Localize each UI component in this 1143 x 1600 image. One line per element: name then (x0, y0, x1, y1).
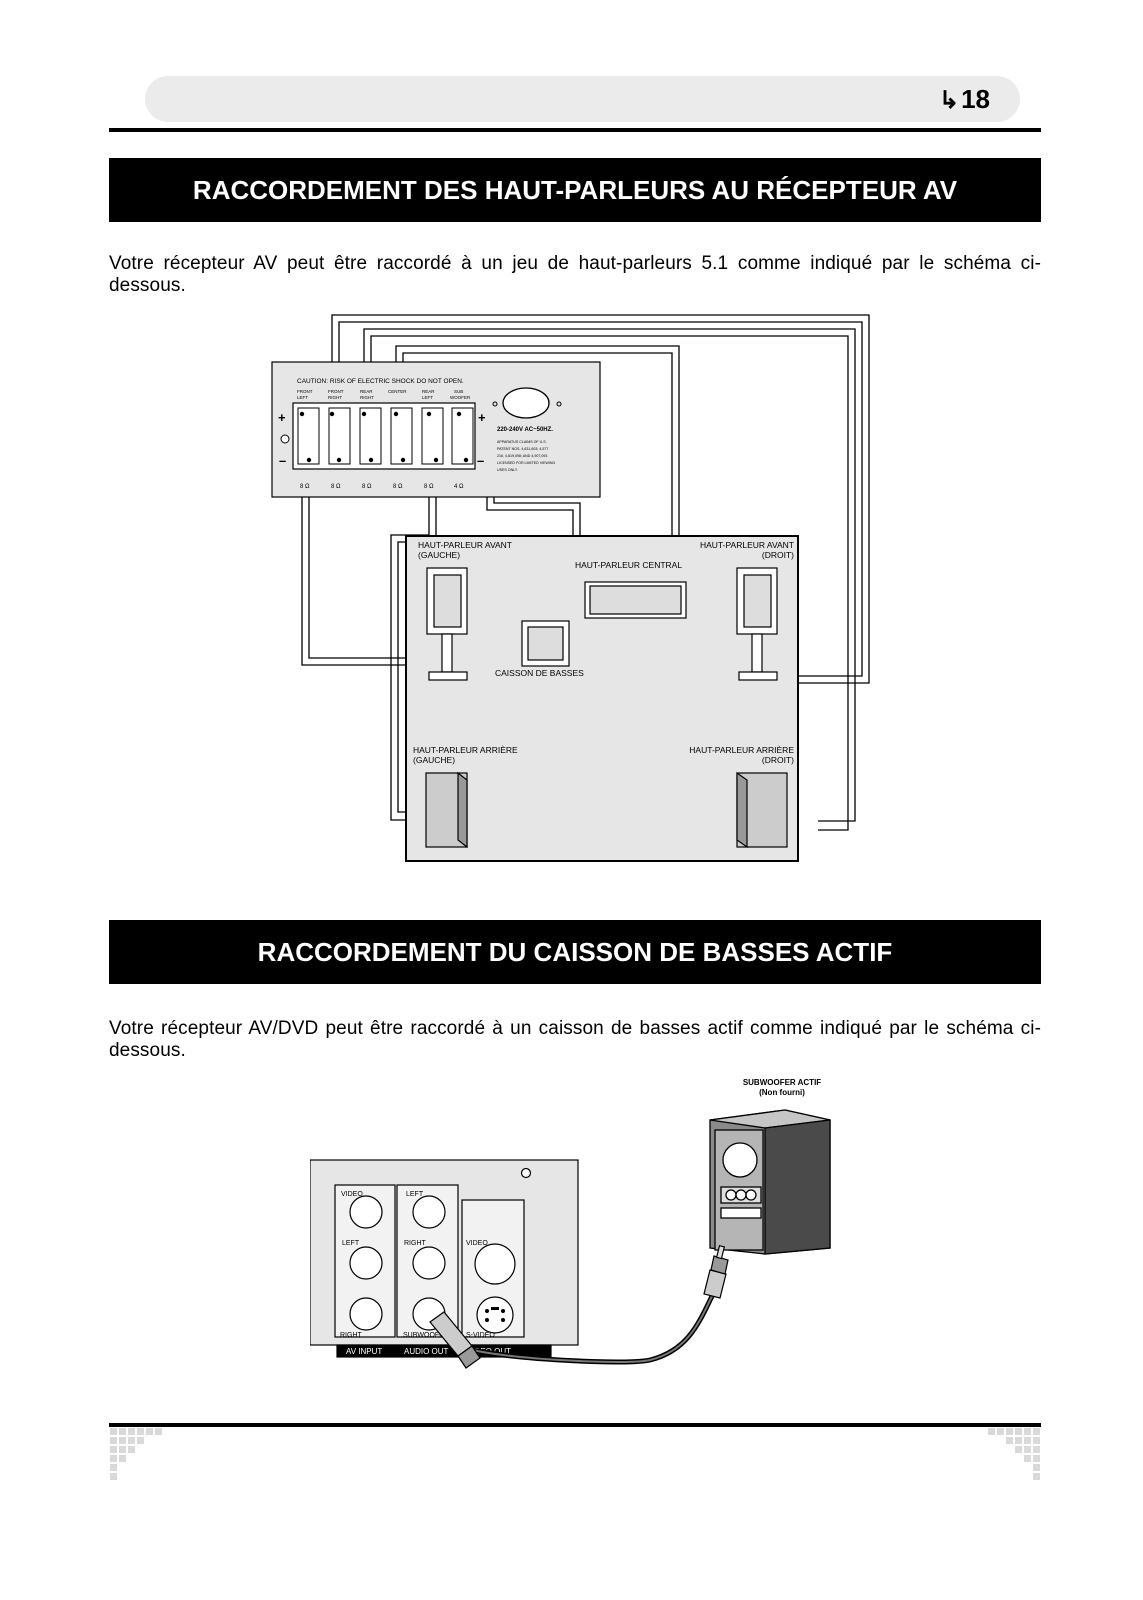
rear-right-label: HAUT-PARLEUR ARRIÈRE (689, 745, 794, 755)
front-right-label: HAUT-PARLEUR AVANT (700, 540, 794, 550)
svg-text:(DROIT): (DROIT) (762, 755, 794, 765)
hand-pointer-icon: ↳ (938, 87, 960, 114)
svg-text:RIGHT: RIGHT (360, 395, 374, 400)
page-number-value: 18 (961, 84, 990, 114)
svg-text:8 Ω: 8 Ω (362, 484, 372, 490)
svg-text:SUBWOOFER: SUBWOOFER (403, 1332, 449, 1339)
svg-text:8 Ω: 8 Ω (424, 484, 434, 490)
rear-right-speaker (736, 771, 788, 849)
svg-text:–: – (477, 453, 484, 468)
svg-text:216, 4,819,098; AND 4,907,093: 216, 4,819,098; AND 4,907,093 (497, 454, 547, 458)
plus-sign: + (278, 410, 286, 425)
speaker-wiring-diagram: CAUTION: RISK OF ELECTRIC SHOCK DO NOT O… (271, 314, 870, 862)
section2-title: RACCORDEMENT DU CAISSON DE BASSES ACTIF (109, 920, 1041, 984)
svg-text:VIDEO: VIDEO (466, 1240, 488, 1247)
svg-text:LEFT: LEFT (422, 395, 433, 400)
active-subwoofer (709, 1109, 831, 1255)
rear-left-speaker (425, 771, 468, 849)
front-left-label: HAUT-PARLEUR AVANT (418, 540, 512, 550)
svg-text:FRONT: FRONT (297, 389, 313, 394)
svg-text:FRONT: FRONT (328, 389, 344, 394)
svg-text:+: + (478, 410, 486, 425)
front-left-speaker (426, 567, 468, 681)
svg-text:APPARATUS CLAIMS OF U.S.: APPARATUS CLAIMS OF U.S. (497, 440, 547, 444)
section2-description: Votre récepteur AV/DVD peut être raccord… (109, 1018, 1041, 1061)
left-dot-grid-decoration (110, 1428, 162, 1480)
page-header-pill: ↳18 (145, 76, 1020, 122)
center-label: HAUT-PARLEUR CENTRAL (575, 560, 682, 570)
av-input-label: AV INPUT (346, 1347, 382, 1356)
svg-text:LEFT: LEFT (297, 395, 308, 400)
svg-text:REAR: REAR (422, 389, 435, 394)
svg-text:LEFT: LEFT (342, 1240, 360, 1247)
svg-text:WOOFER: WOOFER (450, 395, 471, 400)
front-right-speaker (736, 567, 778, 681)
header-rule (109, 128, 1041, 132)
rear-left-label: HAUT-PARLEUR ARRIÈRE (413, 745, 518, 755)
receiver-caution-label: CAUTION: RISK OF ELECTRIC SHOCK DO NOT O… (297, 378, 464, 385)
svg-text:PATENT NOS. 4,631,603; 4,577: PATENT NOS. 4,631,603; 4,577 (497, 447, 548, 451)
svg-text:CENTER: CENTER (388, 389, 407, 394)
subwoofer-speaker (521, 620, 570, 667)
svg-text:(GAUCHE): (GAUCHE) (413, 755, 455, 765)
svg-text:8 Ω: 8 Ω (393, 484, 403, 490)
right-dot-grid-decoration (988, 1428, 1040, 1480)
voltage-label: 220-240V AC~50HZ. (497, 427, 553, 433)
svg-text:RIGHT: RIGHT (328, 395, 342, 400)
footer-rule (109, 1423, 1041, 1427)
svg-text:RIGHT: RIGHT (404, 1240, 427, 1247)
active-sub-label: SUBWOOFER ACTIF (743, 1078, 821, 1087)
svg-text:USES ONLY.: USES ONLY. (497, 468, 518, 472)
svg-text:RIGHT: RIGHT (340, 1332, 363, 1339)
page-number: ↳18 (939, 84, 990, 115)
center-speaker (584, 581, 687, 619)
active-subwoofer-diagram: SUBWOOFER ACTIF (Non fourni) (310, 1078, 831, 1369)
subwoofer-label: CAISSON DE BASSES (495, 668, 584, 678)
svg-text:VIDEO: VIDEO (341, 1191, 363, 1198)
audio-out-label: AUDIO OUT (404, 1347, 449, 1356)
svg-text:(GAUCHE): (GAUCHE) (418, 550, 460, 560)
svg-text:S-VIDEO: S-VIDEO (466, 1332, 495, 1339)
svg-text:4 Ω: 4 Ω (454, 484, 464, 490)
svg-text:LEFT: LEFT (406, 1191, 424, 1198)
svg-text:–: – (279, 453, 286, 468)
svg-text:REAR: REAR (360, 389, 373, 394)
svg-text:LICENSED FOR LIMITED VIEWING: LICENSED FOR LIMITED VIEWING (497, 461, 556, 465)
svg-text:8 Ω: 8 Ω (300, 484, 310, 490)
svg-text:(Non fourni): (Non fourni) (759, 1088, 805, 1097)
rca-plug-receiver (429, 1311, 481, 1369)
section1-description: Votre récepteur AV peut être raccordé à … (109, 253, 1041, 296)
svg-text:8 Ω: 8 Ω (331, 484, 341, 490)
section1-title: RACCORDEMENT DES HAUT-PARLEURS AU RÉCEPT… (109, 158, 1041, 222)
svg-text:(DROIT): (DROIT) (762, 550, 794, 560)
rca-plug-sub (703, 1244, 729, 1299)
svg-text:SUB: SUB (454, 389, 463, 394)
